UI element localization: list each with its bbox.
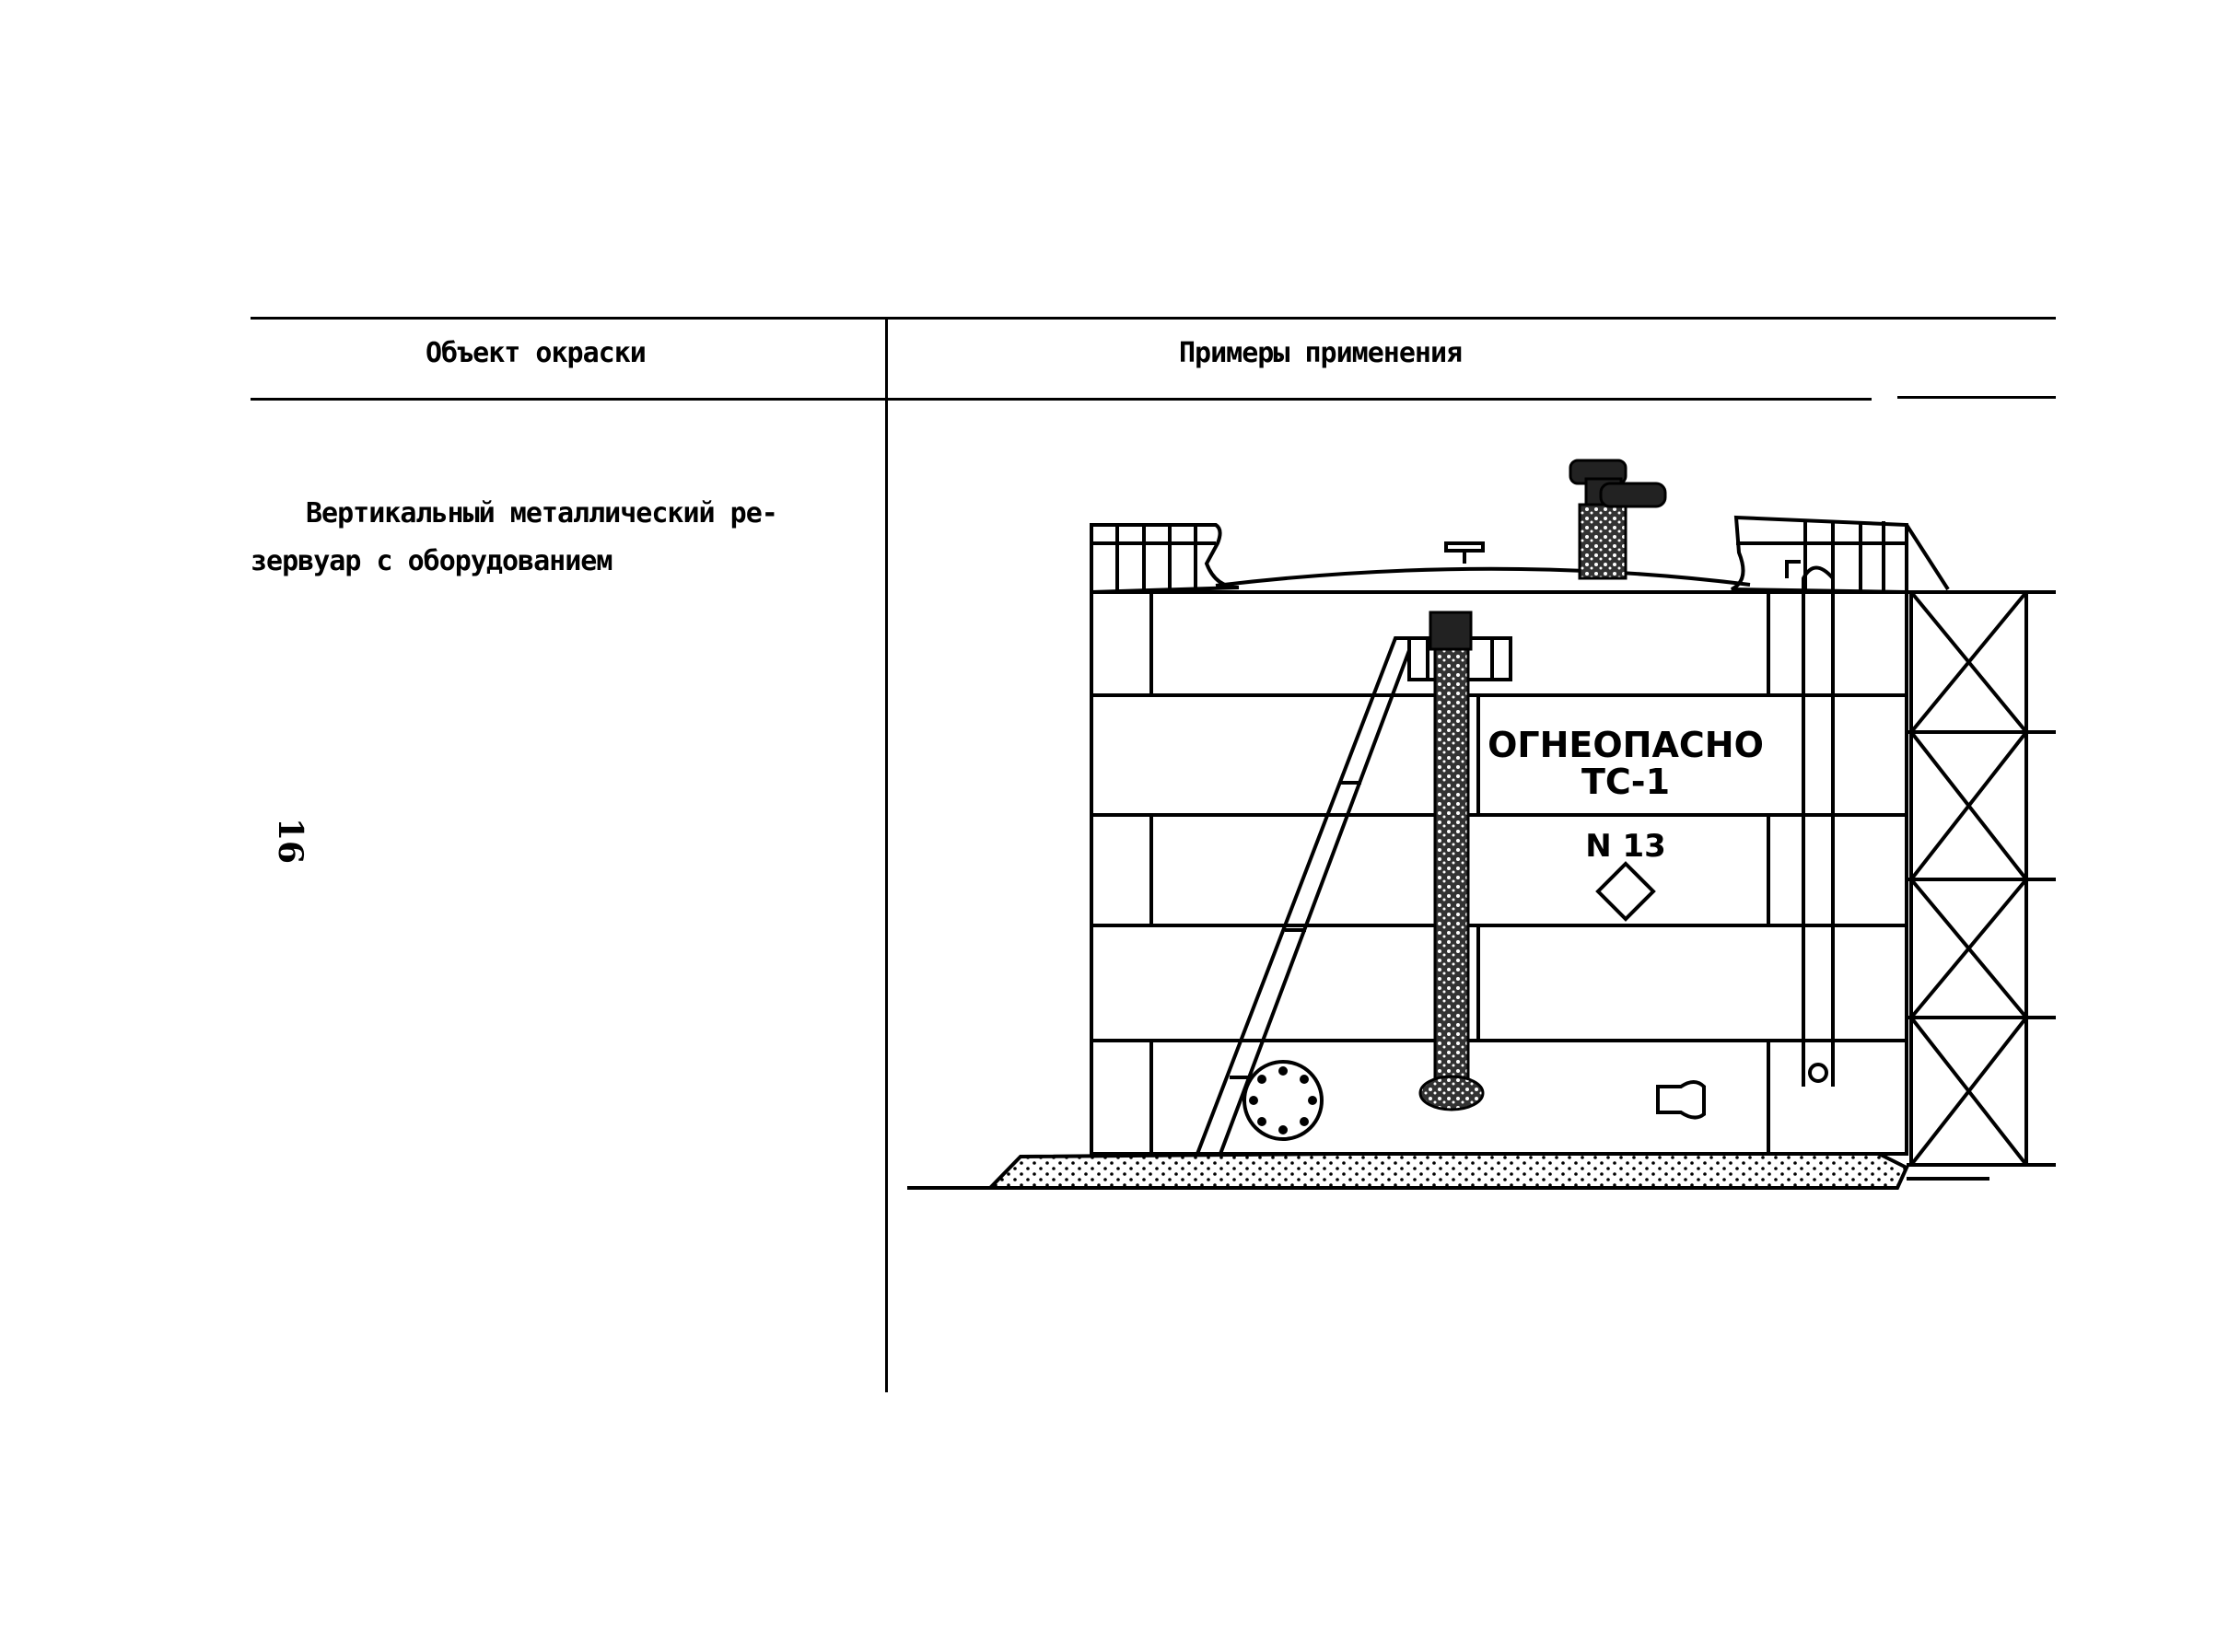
header-object: Объект окраски — [426, 337, 647, 369]
header-examples: Примеры применения — [1179, 337, 1463, 369]
stairs — [1196, 636, 1417, 1155]
sign-line-2: ТС-1 — [1581, 762, 1670, 802]
roof-vent — [1444, 541, 1485, 564]
sign-line-1: ОГНЕОПАСНО — [1488, 725, 1764, 765]
foundation — [986, 1146, 1909, 1190]
lattice-tower — [1905, 523, 2056, 1167]
roof — [1215, 566, 1751, 588]
header-bottom-rule-left — [251, 398, 1872, 401]
manhole-bolts — [1249, 1066, 1317, 1134]
table-top-rule — [251, 317, 2056, 320]
drain-valve — [1656, 1080, 1706, 1120]
roof-rail-right — [1730, 515, 1908, 595]
hazard-diamond — [1595, 861, 1656, 922]
object-description: Вертикальный металлический ре- зервуар с… — [251, 490, 858, 586]
roof-rail-left — [1090, 523, 1240, 595]
breather-valve — [1569, 459, 1667, 580]
header-bottom-rule-right — [1897, 396, 2056, 399]
column-divider — [885, 317, 888, 1392]
object-line-1: Вертикальный металлический ре- — [306, 497, 778, 529]
sign-number: N 13 — [1585, 828, 1666, 865]
tank-shell — [1090, 590, 1908, 1156]
foam-pipe — [1418, 611, 1485, 1111]
level-gauge — [1802, 565, 1835, 1087]
object-line-2: зервуар с оборудованием — [251, 545, 612, 577]
